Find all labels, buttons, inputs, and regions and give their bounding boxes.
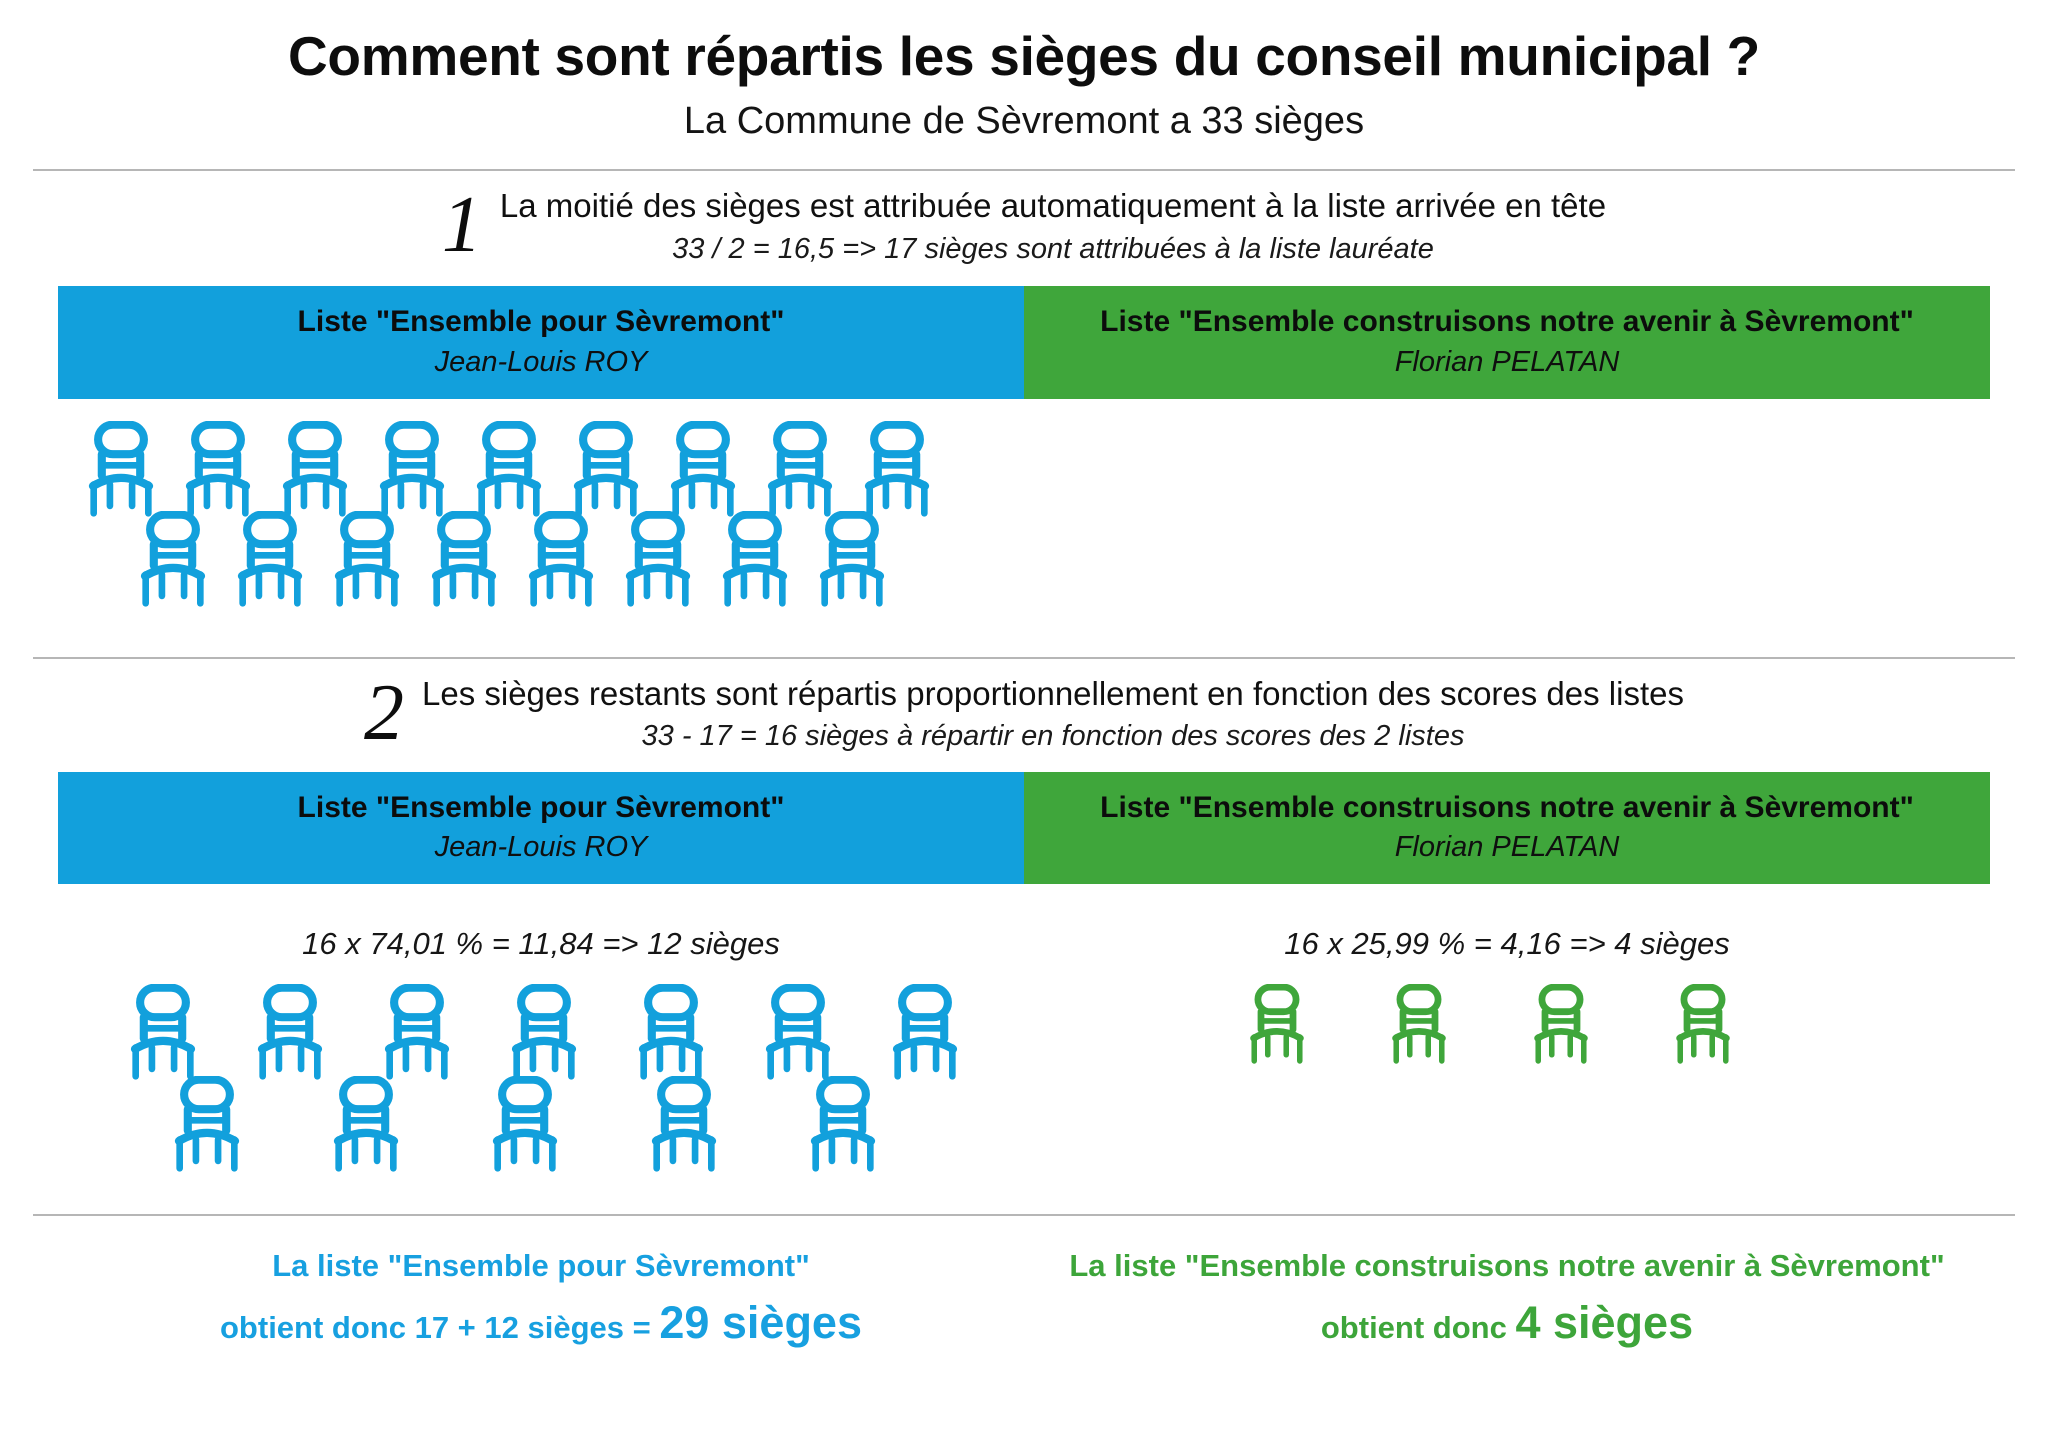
blue-total-seats: 29 sièges xyxy=(659,1296,862,1348)
green-list-title: Liste "Ensemble construisons notre aveni… xyxy=(1100,305,1914,339)
page-subtitle: La Commune de Sèvremont a 33 sièges xyxy=(683,99,1365,142)
green-list-candidate: Florian PELATAN xyxy=(1394,831,1620,864)
blue-list-banner-step2: Liste "Ensemble pour Sèvremont" Jean-Lou… xyxy=(58,771,1024,885)
blue-list-title: Liste "Ensemble pour Sèvremont" xyxy=(297,305,785,339)
blue-list-candidate: Jean-Louis ROY xyxy=(434,831,648,864)
seat-row xyxy=(1024,984,1990,1065)
conclusions: La liste "Ensemble pour Sèvremont" obtie… xyxy=(29,1246,2019,1352)
step-2-heading: 2 Les sièges restants sont répartis prop… xyxy=(0,659,2048,756)
chair-icon xyxy=(333,1076,399,1173)
step-1-blue-seat-icons xyxy=(58,420,1024,607)
blue-proportional-calculation: 16 x 74,01 % = 11,84 => 12 sièges xyxy=(302,926,780,962)
step-2-calculation: 33 - 17 = 16 sièges à répartir en foncti… xyxy=(641,720,1465,753)
chair-icon xyxy=(88,420,154,517)
chair-icon xyxy=(1250,984,1304,1065)
chair-icon xyxy=(237,510,303,607)
chair-icon xyxy=(651,1076,717,1173)
step-1-description: La moitié des sièges est attribuée autom… xyxy=(499,187,1607,225)
chair-icon xyxy=(670,420,736,517)
step-1-green-column: Liste "Ensemble construisons notre aveni… xyxy=(1024,286,1990,607)
green-total-seats: 4 sièges xyxy=(1515,1296,1694,1348)
chair-icon xyxy=(492,1076,558,1173)
chair-icon xyxy=(638,984,704,1081)
chair-icon xyxy=(476,420,542,517)
green-list-banner-step1: Liste "Ensemble construisons notre aveni… xyxy=(1024,286,1990,399)
chair-icon xyxy=(765,984,831,1081)
green-conclusion-line2: obtient donc 4 sièges xyxy=(1024,1294,1990,1353)
step-2-blue-seat-icons xyxy=(58,984,1024,1173)
chair-icon xyxy=(334,510,400,607)
green-conclusion-prefix: obtient donc xyxy=(1320,1309,1516,1345)
chair-icon xyxy=(1676,984,1730,1065)
header: Comment sont répartis les sièges du cons… xyxy=(0,0,2048,143)
green-conclusion: La liste "Ensemble construisons notre av… xyxy=(1024,1246,1990,1352)
step-2-green-seat-icons xyxy=(1024,984,1990,1065)
chair-icon xyxy=(864,420,930,517)
step-2-columns: Liste "Ensemble pour Sèvremont" Jean-Lou… xyxy=(29,771,2019,1173)
chair-icon xyxy=(431,510,497,607)
green-list-banner-step2: Liste "Ensemble construisons notre aveni… xyxy=(1024,771,1990,885)
divider-bottom xyxy=(33,1214,2015,1217)
chair-icon xyxy=(767,420,833,517)
chair-icon xyxy=(130,984,196,1081)
step-2-description: Les sièges restants sont répartis propor… xyxy=(421,674,1684,712)
chair-icon xyxy=(810,1076,876,1173)
blue-conclusion-prefix: obtient donc 17 + 12 sièges = xyxy=(220,1309,660,1345)
step-1-calculation: 33 / 2 = 16,5 => 17 sièges sont attribué… xyxy=(672,232,1434,265)
chair-icon xyxy=(384,984,450,1081)
green-list-title: Liste "Ensemble construisons notre aveni… xyxy=(1100,790,1914,824)
page-title: Comment sont répartis les sièges du cons… xyxy=(288,25,1760,87)
step-1-blue-column: Liste "Ensemble pour Sèvremont" Jean-Lou… xyxy=(58,286,1024,607)
step-2-green-column: Liste "Ensemble construisons notre aveni… xyxy=(1024,771,1990,1173)
green-list-candidate: Florian PELATAN xyxy=(1394,345,1620,378)
step-1-number: 1 xyxy=(441,181,482,270)
blue-list-candidate: Jean-Louis ROY xyxy=(434,345,648,378)
green-conclusion-line1: La liste "Ensemble construisons notre av… xyxy=(1069,1248,1945,1284)
chair-icon xyxy=(1534,984,1588,1065)
blue-conclusion: La liste "Ensemble pour Sèvremont" obtie… xyxy=(58,1246,1024,1352)
chair-icon xyxy=(379,420,445,517)
chair-icon xyxy=(282,420,348,517)
chair-icon xyxy=(528,510,594,607)
blue-list-title: Liste "Ensemble pour Sèvremont" xyxy=(297,790,785,824)
step-1-heading: 1 La moitié des sièges est attribuée aut… xyxy=(0,171,2048,268)
divider-middle xyxy=(33,656,2015,659)
chair-icon xyxy=(185,420,251,517)
chair-icon xyxy=(819,510,885,607)
chair-icon xyxy=(511,984,577,1081)
chair-icon xyxy=(892,984,958,1081)
chair-icon xyxy=(573,420,639,517)
seat-row xyxy=(58,420,1024,517)
step-2-blue-column: Liste "Ensemble pour Sèvremont" Jean-Lou… xyxy=(58,771,1024,1173)
chair-icon xyxy=(1392,984,1446,1065)
chair-icon xyxy=(722,510,788,607)
blue-list-banner-step1: Liste "Ensemble pour Sèvremont" Jean-Lou… xyxy=(58,286,1024,399)
green-proportional-calculation: 16 x 25,99 % = 4,16 => 4 sièges xyxy=(1284,926,1730,962)
step-2-number: 2 xyxy=(363,668,404,757)
seat-row xyxy=(58,984,1024,1081)
step-1-columns: Liste "Ensemble pour Sèvremont" Jean-Lou… xyxy=(29,286,2019,607)
blue-conclusion-line2: obtient donc 17 + 12 sièges = 29 sièges xyxy=(58,1294,1024,1353)
seat-row xyxy=(58,510,1024,607)
seat-row xyxy=(58,1076,1024,1173)
chair-icon xyxy=(174,1076,240,1173)
divider-top xyxy=(33,169,2015,172)
chair-icon xyxy=(257,984,323,1081)
blue-conclusion-line1: La liste "Ensemble pour Sèvremont" xyxy=(272,1248,810,1284)
chair-icon xyxy=(625,510,691,607)
chair-icon xyxy=(140,510,206,607)
